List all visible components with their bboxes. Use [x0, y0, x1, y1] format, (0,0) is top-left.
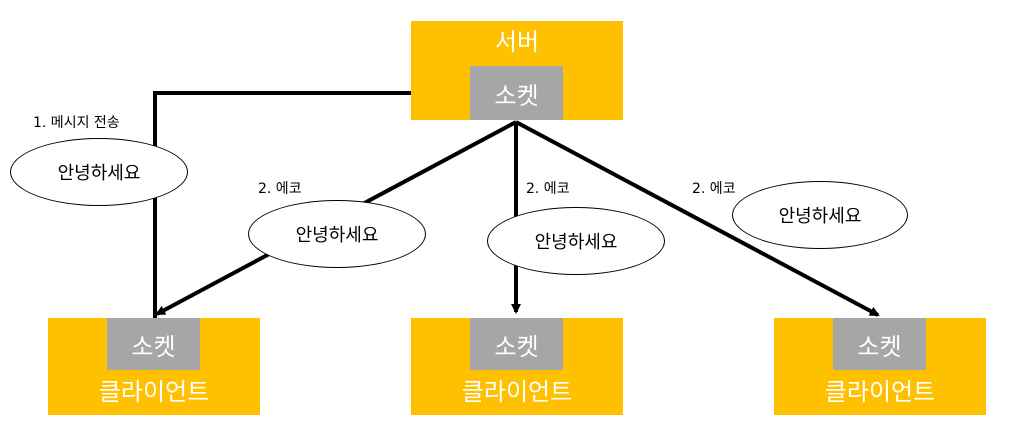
echo-arrow-client-3	[515, 120, 880, 317]
send-arrow	[153, 88, 468, 318]
echo-label-2: 2. 에코	[526, 181, 570, 197]
echo-label-1: 2. 에코	[258, 181, 302, 197]
client-title-1: 클라이언트	[98, 378, 210, 406]
echo-label-3: 2. 에코	[692, 181, 736, 197]
echo-message-bubble-1: 안녕하세요	[248, 200, 426, 268]
send-label: 1. 메시지 전송	[33, 115, 120, 131]
echo-message-bubble-2: 안녕하세요	[487, 207, 665, 275]
client-socket-1: 소켓	[107, 318, 200, 370]
client-socket-2: 소켓	[470, 318, 563, 370]
client-title-3: 클라이언트	[824, 378, 936, 406]
server-socket: 소켓	[470, 66, 563, 120]
client-socket-3: 소켓	[833, 318, 926, 370]
echo-message-bubble-3: 안녕하세요	[732, 181, 908, 249]
sent-message-bubble: 안녕하세요	[10, 138, 188, 206]
client-title-2: 클라이언트	[461, 378, 573, 406]
server-title: 서버	[494, 28, 540, 56]
